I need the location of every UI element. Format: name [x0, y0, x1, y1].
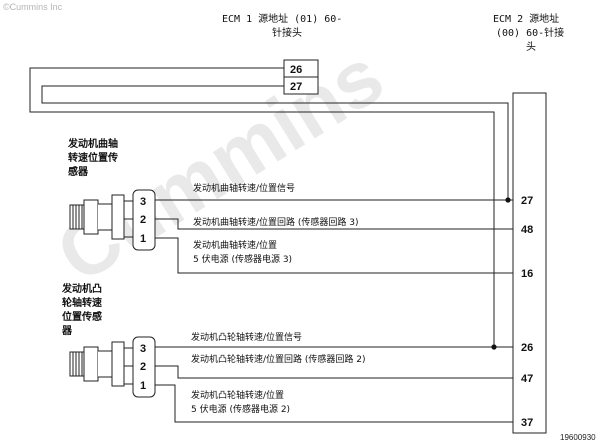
wire-crank-supply [155, 237, 513, 274]
crank-pin-2: 2 [140, 214, 146, 226]
ecm2-pin-16: 16 [521, 268, 533, 280]
crank-wire-supply-label-line2: 5 伏电源 (传感器电源 3) [193, 253, 292, 265]
copyright-watermark: ©Cummins Inc [3, 2, 63, 12]
crank-pin-1: 1 [140, 233, 146, 245]
cam-wire-return-label: 发动机凸轮轴转速/位置回路 (传感器回路 2) [191, 353, 366, 365]
ecm2-title-line2: (00) 60-针接 [496, 26, 564, 39]
ecm2-pin-26: 26 [521, 342, 533, 354]
cam-sensor-label-line4: 器 [61, 325, 73, 337]
ecm1-title-line2: 针接头 [272, 26, 302, 39]
crank-sensor-label-line3: 感器 [68, 165, 89, 178]
crank-sensor-label-line2: 转速位置传 [68, 151, 118, 164]
cam-sensor-leads [124, 347, 133, 385]
crank-sensor-leads [124, 200, 133, 238]
cam-sensor-label-line1: 发动机凸 [61, 282, 102, 295]
crank-wire-supply-label-line1: 发动机曲轴转速/位置 [193, 239, 277, 251]
ecm1-connector: 26 27 [283, 59, 319, 95]
crank-pin-3: 3 [140, 196, 146, 208]
crank-wire-signal-label: 发动机曲轴转速/位置信号 [193, 182, 295, 194]
ecm2-connector: 27 48 16 26 47 37 [512, 92, 547, 434]
cam-sensor-connector: 3 2 1 [132, 336, 156, 398]
wire-ecm1-pin27-to-crank-signal [41, 85, 509, 200]
cam-sensor-label-line2: 轮轴转速 [62, 296, 102, 309]
cam-wire-supply-label-line2: 5 伏电源 (传感器电源 2) [191, 403, 290, 415]
wire-cam-supply [155, 384, 513, 423]
cam-wire-signal-label: 发动机凸轮轴转速/位置信号 [191, 331, 302, 343]
junction-dot-crank [505, 197, 511, 203]
crank-sensor [69, 194, 125, 240]
ecm1-pin-26: 26 [290, 64, 302, 76]
figure-number: 19600930 [560, 433, 596, 442]
ecm2-pin-48: 48 [521, 224, 533, 236]
wire-crank-return [155, 218, 513, 230]
ecm2-title-line1: ECM 2 源地址 [493, 12, 559, 25]
ecm1-pin-27: 27 [290, 81, 302, 93]
ecm2-pin-37: 37 [521, 417, 533, 429]
wire-ecm1-pin26-to-cam-signal [29, 67, 495, 347]
cam-pin-1: 1 [140, 380, 146, 392]
cam-sensor [69, 341, 125, 387]
junction-dot-cam [491, 344, 497, 350]
crank-wire-return-label: 发动机曲轴转速/位置回路 (传感器回路 3) [193, 216, 359, 228]
crank-sensor-connector: 3 2 1 [132, 189, 156, 251]
cam-pin-3: 3 [140, 343, 146, 355]
crank-sensor-label-line1: 发动机曲轴 [67, 137, 118, 150]
cam-sensor-label-line3: 位置传感 [62, 310, 102, 323]
ecm2-pin-27: 27 [521, 195, 533, 207]
cam-pin-2: 2 [140, 361, 146, 373]
ecm2-title-line3: 头 [526, 41, 536, 53]
wire-cam-return [155, 365, 513, 379]
cam-wire-supply-label-line1: 发动机凸轮轴转速/位置 [191, 389, 284, 401]
ecm1-title-line1: ECM 1 源地址 (01) 60- [222, 12, 342, 25]
ecm2-pin-47: 47 [521, 373, 533, 385]
